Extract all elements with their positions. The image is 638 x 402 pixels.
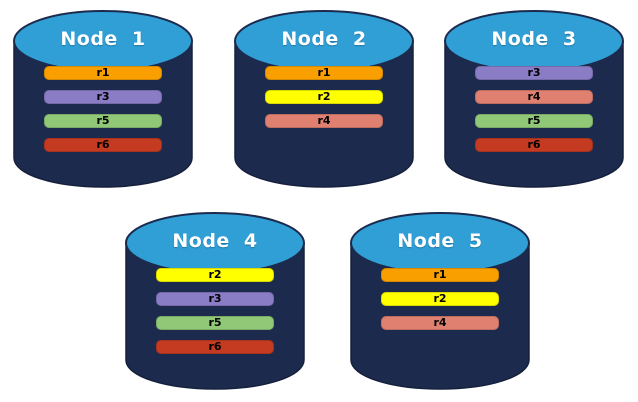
replica-badge-r2: r2 (265, 90, 383, 104)
db-node-4: Node 4 r2 r3 r5 r6 (122, 210, 308, 390)
replica-badge-r5: r5 (44, 114, 162, 128)
replica-list: r1 r2 r4 (347, 268, 533, 340)
node-title: Node 5 (397, 230, 483, 252)
db-node-2: Node 2 r1 r2 r4 (231, 8, 417, 188)
node-title: Node 1 (60, 28, 146, 50)
db-node-1: Node 1 r1 r3 r5 r6 (10, 8, 196, 188)
replica-list: r1 r2 r4 (231, 66, 417, 138)
replica-badge-r2: r2 (381, 292, 499, 306)
replica-badge-r4: r4 (265, 114, 383, 128)
replica-badge-r5: r5 (156, 316, 274, 330)
replica-list: r1 r3 r5 r6 (10, 66, 196, 162)
replica-badge-r4: r4 (475, 90, 593, 104)
db-node-3: Node 3 r3 r4 r5 r6 (441, 8, 627, 188)
db-node-5: Node 5 r1 r2 r4 (347, 210, 533, 390)
node-title: Node 3 (491, 28, 577, 50)
replica-badge-r6: r6 (156, 340, 274, 354)
node-title: Node 2 (281, 28, 367, 50)
replica-badge-r1: r1 (44, 66, 162, 80)
replica-badge-r5: r5 (475, 114, 593, 128)
replica-badge-r1: r1 (381, 268, 499, 282)
replica-list: r2 r3 r5 r6 (122, 268, 308, 364)
replica-badge-r3: r3 (475, 66, 593, 80)
replica-badge-r6: r6 (44, 138, 162, 152)
replica-badge-r4: r4 (381, 316, 499, 330)
replica-badge-r6: r6 (475, 138, 593, 152)
replica-badge-r1: r1 (265, 66, 383, 80)
node-title: Node 4 (172, 230, 258, 252)
replica-badge-r3: r3 (156, 292, 274, 306)
replica-badge-r2: r2 (156, 268, 274, 282)
replica-badge-r3: r3 (44, 90, 162, 104)
replica-list: r3 r4 r5 r6 (441, 66, 627, 162)
